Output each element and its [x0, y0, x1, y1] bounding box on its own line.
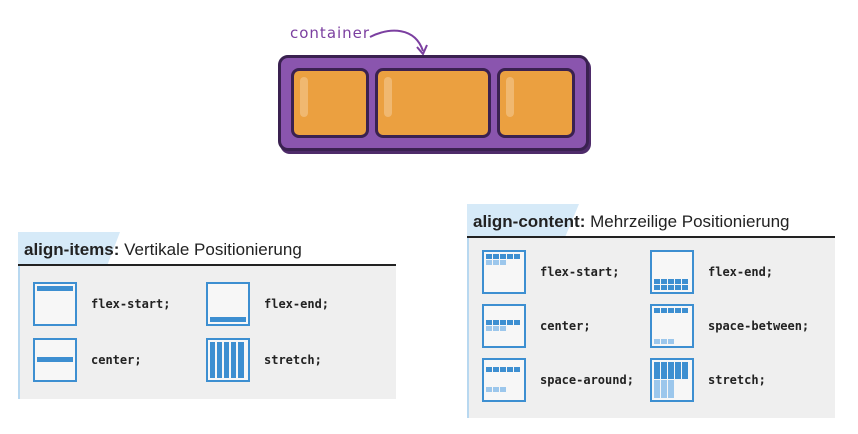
flex-container-illustration: container — [270, 15, 600, 155]
center-icon — [33, 338, 77, 382]
flex-item-3 — [497, 68, 575, 138]
ac-space-around-icon — [482, 358, 526, 402]
align-items-stretch: stretch; — [206, 338, 322, 382]
align-content-header: align-content: Mehrzeilige Positionierun… — [467, 204, 835, 236]
ac-space-between-icon — [650, 304, 694, 348]
align-content-space-around: space-around; — [482, 358, 634, 402]
align-items-title: align-items: Vertikale Positionierung — [24, 240, 302, 259]
stretch-icon — [206, 338, 250, 382]
align-content-card: align-content: Mehrzeilige Positionierun… — [467, 204, 835, 418]
align-items-flex-end: flex-end; — [206, 282, 329, 326]
align-content-space-between: space-between; — [650, 304, 809, 348]
align-content-title: align-content: Mehrzeilige Positionierun… — [473, 212, 790, 231]
ac-flex-start-icon — [482, 250, 526, 294]
align-content-flex-start: flex-start; — [482, 250, 619, 294]
ac-stretch-icon — [650, 358, 694, 402]
purple-container-box — [278, 55, 589, 151]
divider — [18, 264, 396, 266]
flex-start-icon — [33, 282, 77, 326]
ac-center-icon — [482, 304, 526, 348]
ac-flex-end-icon — [650, 250, 694, 294]
flex-item-2 — [375, 68, 491, 138]
align-items-flex-start: flex-start; — [33, 282, 170, 326]
align-content-flex-end: flex-end; — [650, 250, 773, 294]
align-items-card: align-items: Vertikale Positionierung fl… — [18, 232, 396, 399]
align-content-body: flex-start; flex-end; center; space-betw… — [467, 238, 835, 418]
align-content-center: center; — [482, 304, 591, 348]
divider — [467, 236, 835, 238]
container-label: container — [290, 24, 371, 42]
curved-arrow-icon — [369, 29, 428, 56]
align-items-center: center; — [33, 338, 142, 382]
flex-item-1 — [291, 68, 369, 138]
flex-end-icon — [206, 282, 250, 326]
align-items-header: align-items: Vertikale Positionierung — [18, 232, 396, 264]
align-items-body: flex-start; flex-end; center; st — [18, 266, 396, 399]
align-content-stretch: stretch; — [650, 358, 766, 402]
